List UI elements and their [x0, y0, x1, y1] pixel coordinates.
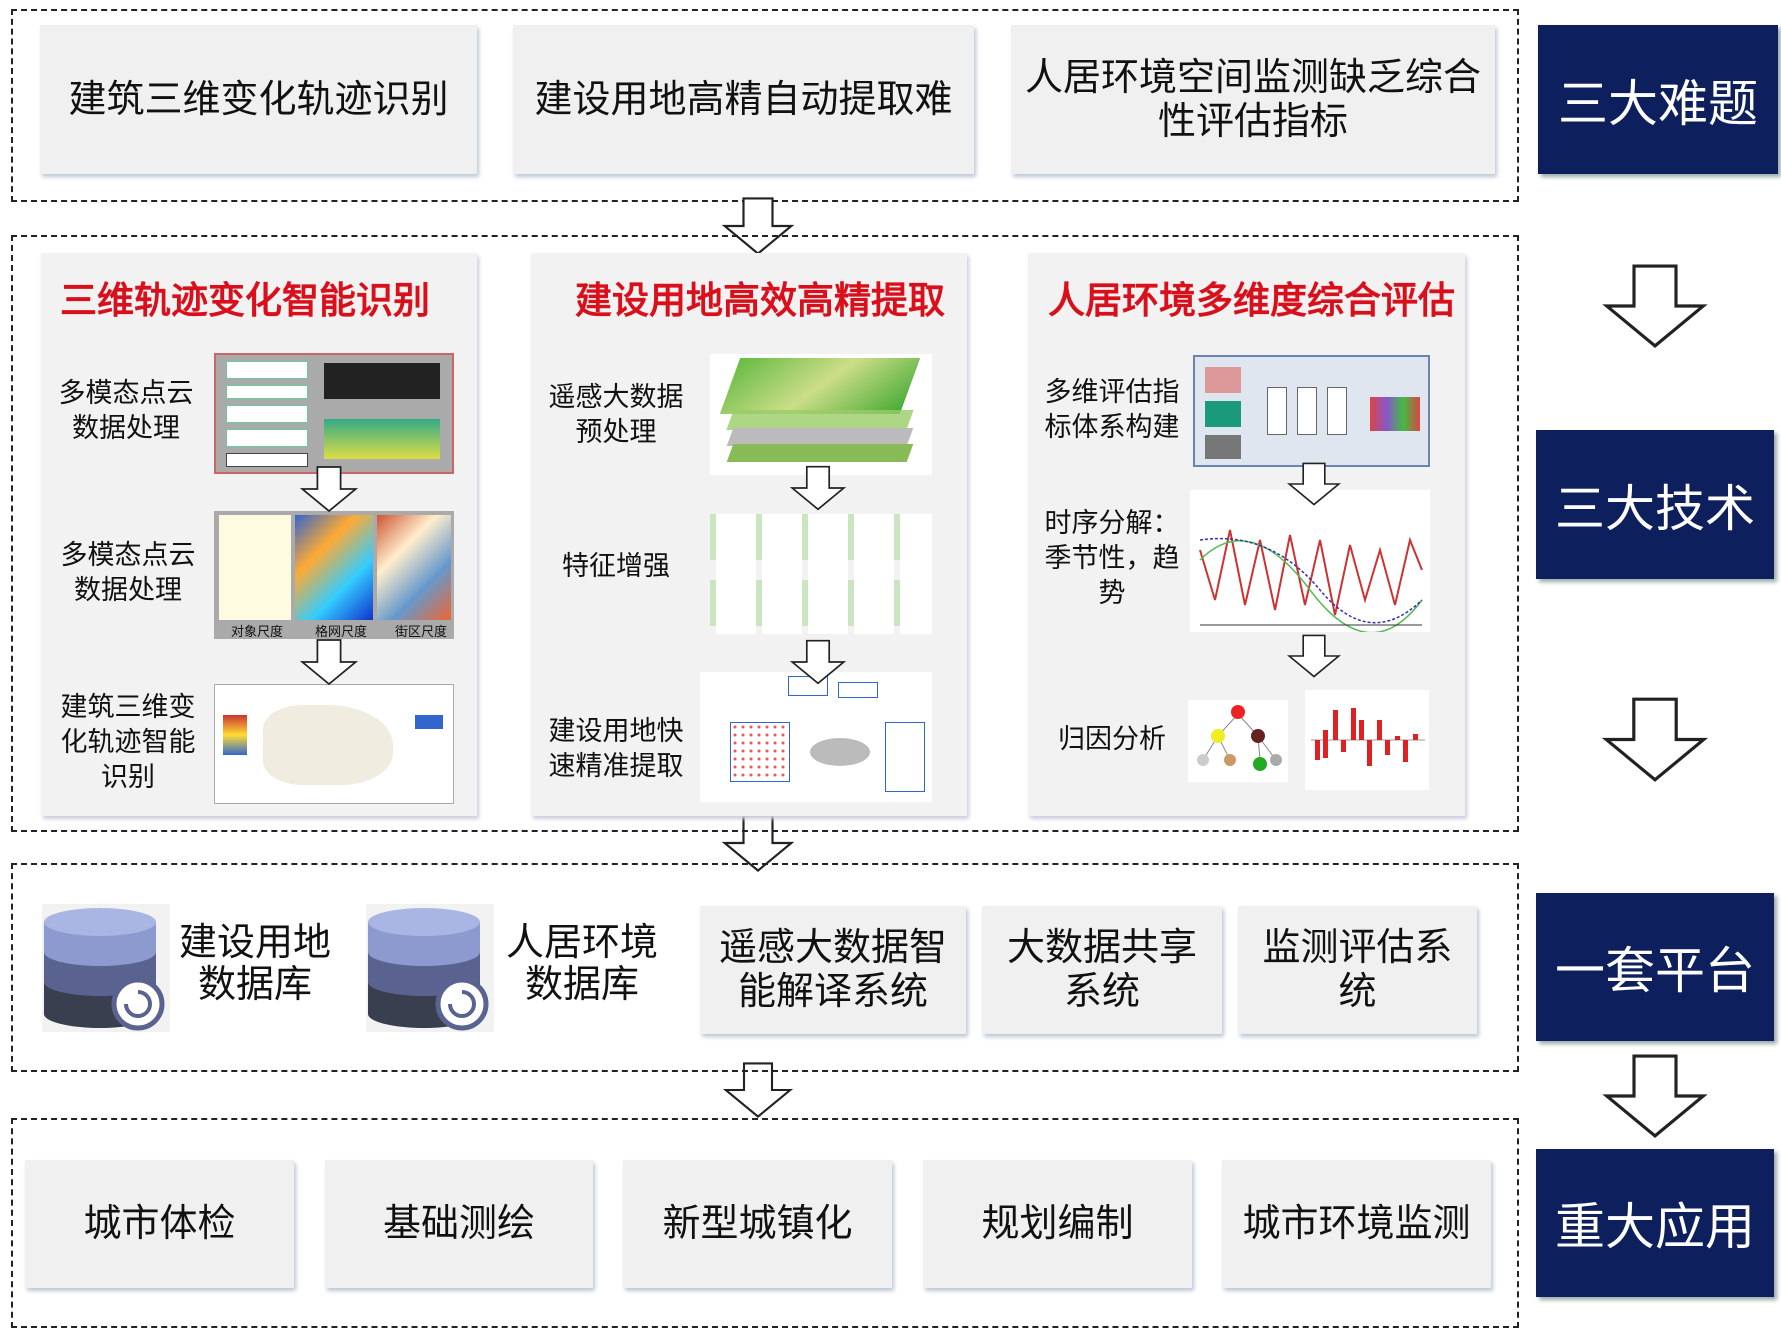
application-label: 新型城镇化 — [662, 1201, 853, 1246]
down-arrow-icon — [1605, 264, 1705, 348]
side-label-challenges: 三大难题 — [1538, 25, 1778, 174]
side-label-text: 三大技术 — [1555, 479, 1755, 538]
step-label: 归因分析 — [1058, 724, 1166, 755]
attribution-bar-figure — [1305, 690, 1429, 790]
down-arrow-icon — [791, 465, 845, 511]
platform-section — [11, 863, 1519, 1072]
challenge-label: 人居环境空间监测缺乏综合性评估指标 — [1024, 54, 1481, 143]
building-3d-change-figure — [214, 684, 454, 804]
database-icon — [42, 904, 170, 1032]
step-label: 建设用地快速精准提取 — [548, 716, 684, 783]
side-label-technologies: 三大技术 — [1536, 430, 1774, 579]
step-label: 特征增强 — [562, 551, 670, 582]
database-label: 建设用地数据库 — [178, 920, 331, 1006]
point-cloud-figure — [214, 353, 454, 474]
step-label: 多模态点云数据处理 — [60, 540, 196, 607]
attribution-tree-figure — [1188, 700, 1288, 782]
remote-sensing-layers-figure — [710, 354, 932, 475]
step-label: 多模态点云数据处理 — [58, 378, 194, 445]
random-forest-figure — [700, 672, 932, 802]
step-label: 建筑三维变化轨迹智能识别 — [60, 692, 196, 794]
database-label: 人居环境数据库 — [505, 920, 658, 1006]
system-label: 监测评估系统 — [1262, 925, 1453, 1013]
applications-section — [11, 1118, 1519, 1328]
side-label-text: 重大应用 — [1555, 1198, 1755, 1256]
system-card: 遥感大数据智能解译系统 — [700, 906, 966, 1034]
panel-title: 人居环境多维度综合评估 — [1048, 279, 1455, 322]
side-label-text: 一套平台 — [1555, 942, 1755, 1000]
side-label-applications: 重大应用 — [1536, 1149, 1774, 1297]
application-card: 新型城镇化 — [623, 1160, 892, 1288]
application-card: 基础测绘 — [325, 1160, 593, 1288]
challenge-label: 建筑三维变化轨迹识别 — [68, 76, 449, 121]
system-label: 大数据共享系统 — [1006, 925, 1197, 1013]
system-label: 遥感大数据智能解译系统 — [718, 925, 947, 1013]
system-card: 监测评估系统 — [1238, 906, 1477, 1034]
application-label: 城市体检 — [83, 1201, 236, 1246]
application-card: 城市环境监测 — [1222, 1160, 1491, 1288]
panel-title: 建设用地高效高精提取 — [575, 279, 945, 322]
down-arrow-icon — [1288, 634, 1340, 678]
step-label: 时序分解：季节性，趋势 — [1044, 508, 1180, 610]
down-arrow-icon — [791, 639, 845, 685]
challenge-label: 建设用地高精自动提取难 — [534, 76, 953, 121]
technologies-section — [11, 235, 1519, 832]
down-arrow-icon — [1604, 697, 1706, 782]
down-arrow-icon — [1288, 462, 1340, 506]
application-label: 城市环境监测 — [1242, 1201, 1471, 1246]
application-label: 基础测绘 — [382, 1201, 535, 1246]
side-label-text: 三大难题 — [1558, 74, 1758, 133]
challenge-card-1: 建筑三维变化轨迹识别 — [40, 25, 477, 174]
panel-title: 三维轨迹变化智能识别 — [60, 279, 430, 322]
step-label: 遥感大数据预处理 — [548, 382, 684, 449]
scale-label: 格网尺度 — [315, 625, 368, 639]
step-label: 多维评估指标体系构建 — [1044, 377, 1180, 444]
side-label-platform: 一套平台 — [1536, 893, 1774, 1041]
down-arrow-icon — [301, 465, 357, 513]
scale-label: 对象尺度 — [231, 625, 284, 639]
down-arrow-icon — [301, 638, 357, 686]
challenge-card-2: 建设用地高精自动提取难 — [513, 25, 974, 174]
challenge-card-3: 人居环境空间监测缺乏综合性评估指标 — [1011, 25, 1495, 174]
down-arrow-icon — [1605, 1054, 1705, 1138]
application-label: 规划编制 — [981, 1201, 1134, 1246]
evaluation-framework-figure — [1193, 355, 1430, 467]
feature-grid-figure — [710, 514, 932, 634]
system-card: 大数据共享系统 — [982, 906, 1222, 1034]
multiscale-maps-figure: 对象尺度 格网尺度 街区尺度 — [214, 511, 454, 639]
scale-label: 街区尺度 — [395, 625, 448, 639]
time-series-chart-figure — [1190, 490, 1430, 632]
application-card: 规划编制 — [923, 1160, 1192, 1288]
database-icon — [366, 904, 494, 1032]
application-card: 城市体检 — [25, 1160, 294, 1288]
